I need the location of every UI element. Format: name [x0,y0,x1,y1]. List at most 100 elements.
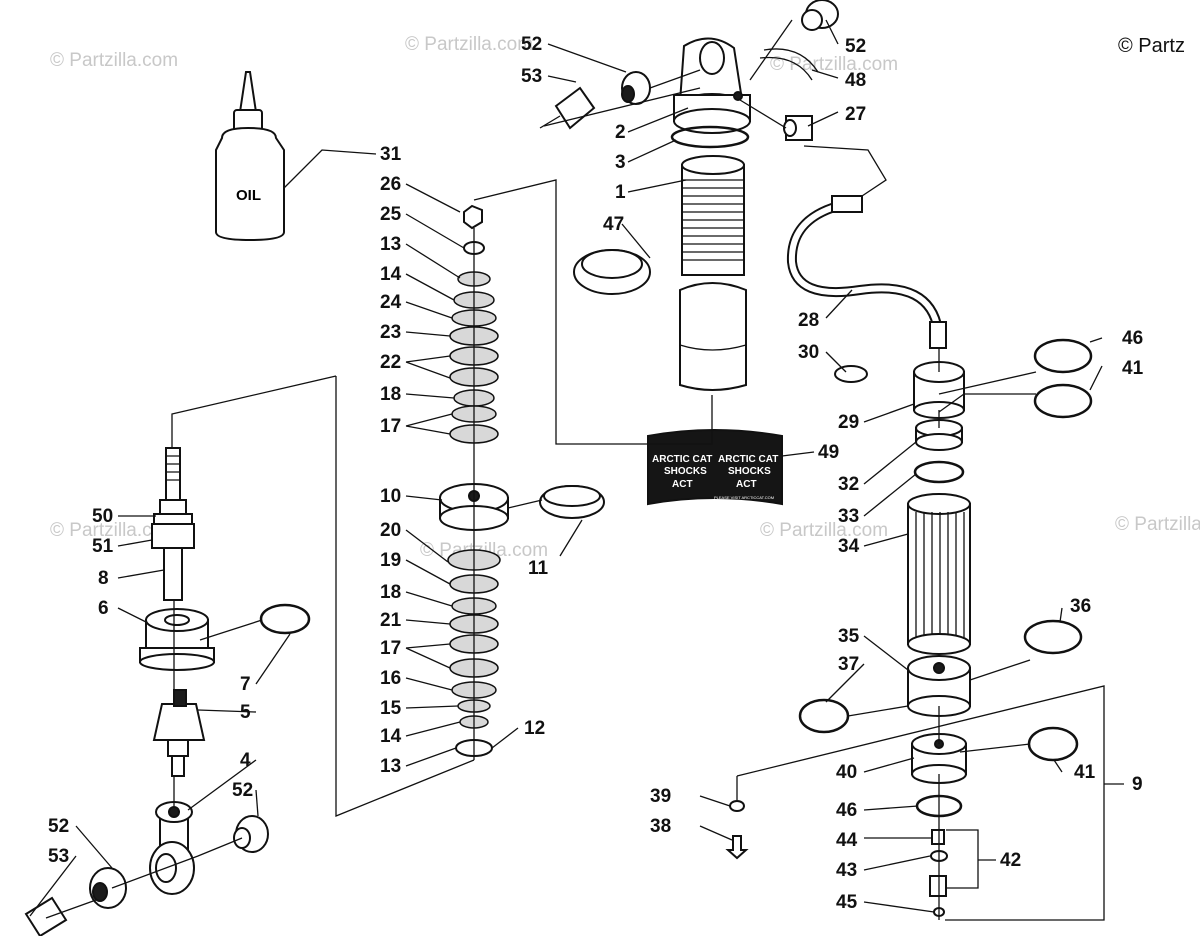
callout-20: 20 [380,520,401,541]
ring-37 [798,698,850,734]
hose-fitting-top [831,195,863,213]
callout-40: 40 [836,762,857,783]
shaft-8 [151,447,195,601]
callout-48: 48 [845,70,866,91]
copyright-text: © Partz [1118,35,1185,57]
callout-14-lower: 14 [380,726,402,747]
decal-line1-right: ARCTIC CAT [718,454,778,465]
seal-head-6 [139,608,215,671]
reservoir-body-34 [907,493,971,655]
decal-line2-left: SHOCKS [664,466,707,477]
bushing-52-lower-right [233,815,269,853]
decal-logo-right: ACT [736,479,757,490]
eyelet-4 [149,801,195,895]
callout-13-upper: 13 [380,234,401,255]
lock-ring-47 [573,249,651,295]
end-cap-5 [152,689,206,777]
callout-32: 32 [838,474,859,495]
o-ring-41-top [1033,383,1093,419]
callout-17-upper: 17 [380,416,401,437]
callouts: 52 53 52 48 27 2 3 1 47 31 26 25 13 14 2… [48,34,1144,913]
callout-19: 19 [380,550,401,571]
watermark-top-right: © Partzilla.com [770,54,898,75]
piston-band-11 [539,485,605,519]
callout-36: 36 [1070,596,1091,617]
callout-27: 27 [845,104,866,125]
bushing-52-top-right [801,0,839,31]
callout-18-upper: 18 [380,384,401,405]
callout-44: 44 [836,830,858,851]
callout-15: 15 [380,698,402,719]
callout-2: 2 [615,122,626,143]
callout-37: 37 [838,654,859,675]
callout-52-lower-right: 52 [232,780,253,801]
watermark-mid-right: © Partzilla.com [760,520,888,541]
screw-38 [725,835,749,860]
washer-50 [153,513,193,525]
washer-39 [729,800,745,812]
o-ring-46-top [1033,338,1093,374]
callout-46-top: 46 [1122,328,1143,349]
bolt-42 [929,875,947,897]
callout-31: 31 [380,144,402,165]
decal-logo-left: ACT [672,479,693,490]
callout-24: 24 [380,292,402,313]
callout-53-lower: 53 [48,846,69,867]
o-ring-36 [1023,619,1083,655]
watermark-top-left: © Partzilla.com [50,50,178,71]
sleeve-53-top [539,86,596,130]
callout-46-bottom: 46 [836,800,857,821]
oil-bottle-label: OIL [236,187,261,204]
callout-52-lower-left: 52 [48,816,69,837]
shock-body-1 [681,155,745,276]
shock-lower-tube [679,282,747,391]
callout-9: 9 [1132,774,1143,795]
callout-21: 21 [380,610,402,631]
callout-30: 30 [798,342,819,363]
callout-22: 22 [380,352,401,373]
callout-52-top-left: 52 [521,34,542,55]
callout-34: 34 [838,536,860,557]
shock-top-eye [673,37,751,134]
callout-8: 8 [98,568,109,589]
callout-38: 38 [650,816,671,837]
hose-28-inner [788,203,941,331]
callout-28: 28 [798,310,819,331]
piston-40 [911,733,967,784]
callout-7: 7 [240,674,251,695]
bushing-52-top [621,71,651,105]
callout-3: 3 [615,152,626,173]
callout-29: 29 [838,412,859,433]
watermark-mid-left: © Partzilla.com [50,520,178,541]
callout-50: 50 [92,506,113,527]
callout-5: 5 [240,702,251,723]
bushing-52-lower-left [89,867,127,909]
o-ring-3 [670,125,750,149]
cap-44 [931,829,945,845]
o-ring-41-bottom [1027,726,1079,762]
callout-6: 6 [98,598,109,619]
decal-line1-left: ARCTIC CAT [652,454,712,465]
callout-33: 33 [838,506,859,527]
callout-53-top: 53 [521,66,542,87]
assembly-lines [45,19,1105,921]
callout-23: 23 [380,322,401,343]
callout-47: 47 [603,214,624,235]
callout-39: 39 [650,786,671,807]
oil-bottle: OIL [215,71,285,242]
callout-41-bottom: 41 [1074,762,1096,783]
seal-30 [834,365,868,383]
callout-41-top: 41 [1122,358,1144,379]
callout-52-top-right: 52 [845,36,866,57]
callout-12: 12 [524,718,545,739]
watermark-right-edge: © Partzilla.com [1115,514,1200,535]
sleeve-53-lower [24,896,68,936]
callout-11: 11 [528,558,549,579]
callout-49: 49 [818,442,839,463]
callout-14-upper: 14 [380,264,402,285]
callout-42: 42 [1000,850,1021,871]
callout-13-lower: 13 [380,756,401,777]
callout-51: 51 [92,536,114,557]
watermark-top-center: © Partzilla.com [405,34,533,55]
